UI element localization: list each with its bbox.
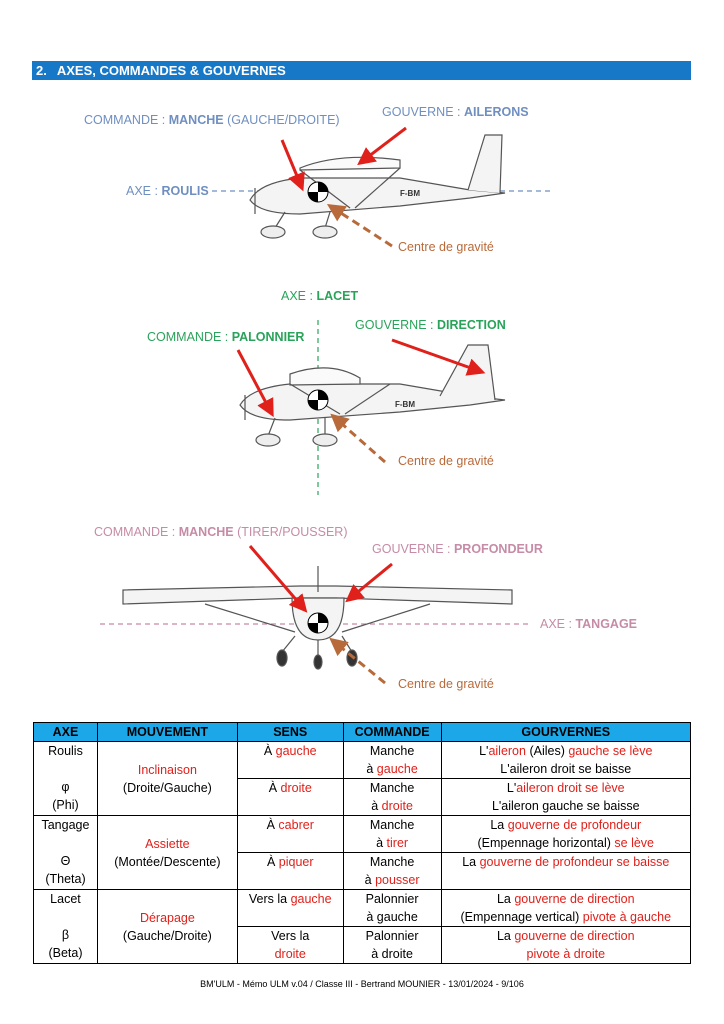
plane-side-view-2: [239, 344, 506, 447]
commande-cell: Manche à droite: [342, 778, 442, 816]
roulis-commande-arrow: [280, 139, 305, 192]
lacet-cg-label: Centre de gravité: [398, 454, 494, 468]
sens-cell: À droite: [236, 778, 344, 816]
tangage-diagram: COMMANDE : MANCHE (TIRER/POUSSER) GOUVER…: [94, 525, 637, 691]
sens-cell: Vers la droite: [236, 926, 344, 964]
commande-cell: Manche à gauche: [342, 741, 442, 779]
tangage-commande-label: COMMANDE : MANCHE (TIRER/POUSSER): [94, 525, 348, 539]
header-gouvernes: GOURVERNES: [440, 722, 692, 742]
axe-cell-roulis: Roulis φ (Phi): [33, 741, 98, 816]
sens-cell: À gauche: [236, 741, 344, 779]
cg-symbol-1: [307, 181, 329, 203]
lacet-commande-arrow: [236, 349, 274, 418]
axes-table: AXE MOUVEMENT SENS COMMANDE GOURVERNES R…: [33, 722, 692, 964]
commande-cell: Palonnier à gauche: [342, 889, 442, 927]
axe-cell-lacet: Lacet β (Beta): [33, 889, 98, 964]
gouverne-cell: La gouverne de direction pivote à droite: [440, 926, 692, 964]
lacet-commande-label: COMMANDE : PALONNIER: [147, 330, 304, 344]
table-row: À piquer Manche à pousser La gouverne de…: [34, 852, 692, 890]
tangage-gouverne-arrow: [345, 562, 393, 603]
roulis-cg-arrow: [326, 204, 393, 248]
sens-cell: À cabrer: [236, 815, 344, 853]
mouvement-cell-tangage: Assiette (Montée/Descente): [96, 815, 238, 890]
gouverne-cell: L'aileron (Ailes) gauche se lève L'ailer…: [440, 741, 692, 779]
mouvement-cell-roulis: Inclinaison (Droite/Gauche): [96, 741, 238, 816]
registration-mark-1: F-BM: [400, 189, 420, 198]
section-header: 2. AXES, COMMANDES & GOUVERNES: [32, 61, 691, 80]
header-mouvement: MOUVEMENT: [96, 722, 238, 742]
commande-cell: Manche à pousser: [342, 852, 442, 890]
lacet-gouverne-label: GOUVERNE : DIRECTION: [355, 318, 506, 332]
commande-cell: Manche à tirer: [342, 815, 442, 853]
lacet-axe-label: AXE : LACET: [281, 289, 358, 303]
tangage-axe-label: AXE : TANGAGE: [540, 617, 637, 631]
roulis-axe-label: AXE : ROULIS: [126, 184, 209, 198]
table-row: Tangage Θ (Theta) Assiette (Montée/Desce…: [33, 815, 692, 890]
lacet-diagram: AXE : LACET COMMANDE : PALONNIER GOUVERN…: [147, 289, 506, 495]
tangage-gouverne-label: GOUVERNE : PROFONDEUR: [372, 542, 543, 556]
cg-symbol-2: [307, 389, 329, 411]
table-row: Lacet β (Beta) Dérapage (Gauche/Droite) …: [33, 889, 692, 964]
roulis-commande-label: COMMANDE : MANCHE (GAUCHE/DROITE): [84, 113, 340, 127]
registration-mark-2: F-BM: [395, 400, 415, 409]
table-header-row: AXE MOUVEMENT SENS COMMANDE GOURVERNES: [33, 722, 692, 742]
table-row: Roulis φ (Phi) Inclinaison (Droite/Gauch…: [33, 741, 692, 816]
cg-symbol-3: [307, 612, 329, 634]
axe-cell-tangage: Tangage Θ (Theta): [33, 815, 98, 890]
roulis-cg-label: Centre de gravité: [398, 240, 494, 254]
gouverne-cell: La gouverne de direction (Empennage vert…: [440, 889, 692, 927]
table-row: À droite Manche à droite L'aileron droit…: [34, 778, 692, 816]
header-axe: AXE: [33, 722, 98, 742]
axes-diagram: COMMANDE : MANCHE (GAUCHE/DROITE) GOUVER…: [84, 105, 637, 691]
lacet-gouverne-arrow: [391, 338, 486, 376]
roulis-diagram: COMMANDE : MANCHE (GAUCHE/DROITE) GOUVER…: [84, 105, 552, 254]
lacet-cg-arrow: [330, 413, 386, 464]
section-title: AXES, COMMANDES & GOUVERNES: [56, 63, 286, 78]
tangage-cg-label: Centre de gravité: [398, 677, 494, 691]
gouverne-cell: La gouverne de profondeur se baisse: [440, 852, 692, 890]
sens-cell: À piquer: [236, 852, 344, 890]
roulis-gouverne-label: GOUVERNE : AILERONS: [382, 105, 529, 119]
tangage-cg-arrow: [329, 637, 386, 685]
page-footer: BM'ULM - Mémo ULM v.04 / Classe III - Be…: [200, 979, 524, 989]
table-row: Vers la droite Palonnier à droite La gou…: [34, 926, 692, 964]
roulis-gouverne-arrow: [357, 126, 407, 166]
gouverne-cell: La gouverne de profondeur (Empennage hor…: [440, 815, 692, 853]
mouvement-cell-lacet: Dérapage (Gauche/Droite): [96, 889, 238, 964]
tangage-commande-arrow: [248, 545, 308, 613]
header-sens: SENS: [236, 722, 344, 742]
gouverne-cell: L'aileron droit se lève L'aileron gauche…: [440, 778, 692, 816]
header-commande: COMMANDE: [342, 722, 442, 742]
commande-cell: Palonnier à droite: [342, 926, 442, 964]
sens-cell: Vers la gauche: [236, 889, 344, 927]
section-number: 2.: [36, 63, 47, 78]
